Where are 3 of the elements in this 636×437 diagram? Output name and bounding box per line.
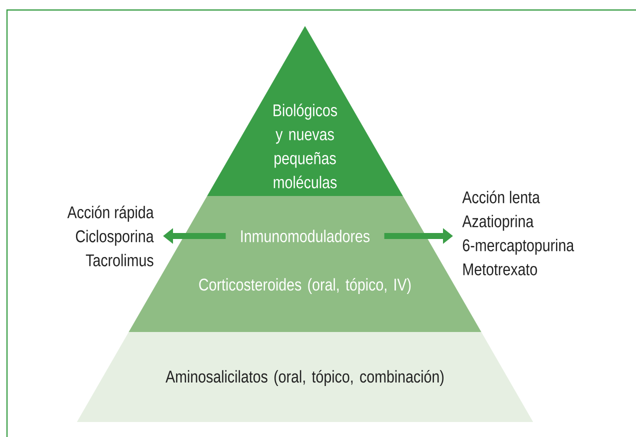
pyramid-tier: Aminosalicilatos (oral, tópico, combinación) (76, 332, 534, 422)
pyramid-top: Biológicos y nuevas pequeñas moléculas (207, 26, 403, 196)
tier-label: Inmunomoduladores (241, 230, 370, 242)
